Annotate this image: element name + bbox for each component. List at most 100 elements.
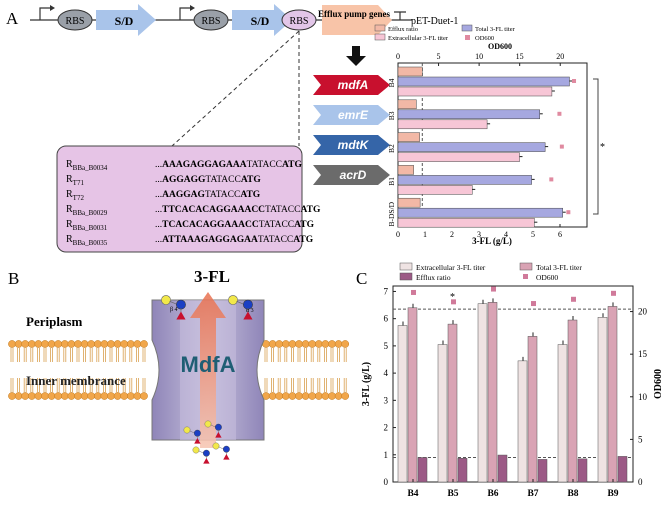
bar-1-B1 <box>397 175 532 185</box>
lipid-head <box>47 340 56 348</box>
lipid-head <box>107 340 115 348</box>
y-axis-label: 3-FL (g/L) <box>361 362 372 406</box>
x-tick-label-B4: B4 <box>407 489 418 499</box>
bar-0-B8 <box>557 344 568 483</box>
rbs-row-2: RT72 <box>66 189 84 202</box>
lipid-head <box>334 392 343 400</box>
od-point-B7 <box>531 301 536 307</box>
bar-2-B8 <box>577 458 588 483</box>
lipid-head <box>140 340 148 348</box>
od-point-B2 <box>559 144 564 149</box>
lipid-head <box>301 392 310 400</box>
glycan-icon-5 <box>212 442 230 460</box>
bar-2-B4 <box>397 86 553 97</box>
rbs-2-shape <box>193 9 229 31</box>
rbs-table: RBBa_B0034...AAAGAGGAGAAATATACCATGRT71..… <box>66 159 321 247</box>
lipid-head <box>308 340 317 348</box>
glycan-icon-1 <box>228 295 253 320</box>
rbs-table-box <box>56 145 303 253</box>
bar-0-B6 <box>477 303 488 483</box>
od-point-B4 <box>411 289 416 295</box>
od-point-B-DS/D <box>566 210 571 215</box>
od-point-B1 <box>549 177 554 182</box>
y-tick-label: 0 <box>384 477 389 487</box>
x-tick-label-B7: B7 <box>527 489 538 499</box>
x-tick-label: 2 <box>450 230 454 239</box>
bar-0-B4 <box>397 66 423 77</box>
gene-construct: RBS S/D RBS S/D RBS Efflux pump genes pE… <box>30 4 458 36</box>
bar-2-B6 <box>497 454 508 483</box>
bar-0-B7 <box>517 360 528 483</box>
gene-arrow-mdtK <box>313 135 390 155</box>
lipid-head <box>113 340 122 348</box>
bar-2-B5 <box>457 458 468 483</box>
rbs-row-0: RBBa_B0034 <box>66 159 108 172</box>
y2-tick-label: 15 <box>638 349 648 359</box>
rbs-subscript: BBa_B0029 <box>73 209 108 217</box>
rbs-seq-1: ...AGGAGGTATACCATG <box>155 175 261 185</box>
lipid-head <box>295 340 303 348</box>
bar-2-B1 <box>397 185 473 195</box>
lipid-head <box>14 340 23 348</box>
rbs-name: R <box>66 174 73 185</box>
gene-arrow-emrE <box>313 105 390 125</box>
lipid-head <box>8 340 16 348</box>
lipid-head <box>268 392 277 400</box>
od-point-B9 <box>611 290 616 296</box>
rbs-seq-bold: ATTAAAGAGGAGAA <box>162 235 258 245</box>
x-axis-label: 3-FL (g/L) <box>472 236 512 246</box>
legend-swatch-2 <box>399 272 413 281</box>
rbs-ellipsis: ... <box>155 205 162 215</box>
lipid-head <box>14 392 23 400</box>
galactose-icon <box>228 295 238 305</box>
rbs-1-label: RBS <box>66 16 85 27</box>
sd-2-label: S/D <box>251 14 270 28</box>
glucose-icon <box>176 299 186 310</box>
efflux-gene-label: Efflux pump genes <box>318 9 391 19</box>
promoter-1-icon <box>39 7 52 20</box>
od-point-B5 <box>451 299 456 305</box>
rbs-seq-bold: AAAGAGGAGAAA <box>162 160 247 170</box>
sd-1-label: S/D <box>115 14 134 28</box>
lipid-head <box>67 392 76 400</box>
promoter-2-arrowhead-icon <box>190 5 195 11</box>
bar-2-B3 <box>397 119 488 130</box>
panel-label-b: B <box>8 269 19 288</box>
x2-tick-label: 20 <box>556 52 564 61</box>
bar-1-B-DS/D <box>397 207 563 218</box>
y-tick-label: 7 <box>384 286 389 296</box>
bar-0-B-DS/D <box>397 197 421 208</box>
legend-swatch-1 <box>519 262 533 271</box>
rbs-seq-bold: TTCACACAGGAAACC <box>162 205 265 215</box>
gene-label-emrE: emrE <box>338 108 369 122</box>
rbs-seq-5: ...ATTAAAGAGGAGAATATACCATG <box>155 235 314 245</box>
galactose-icon <box>204 420 212 428</box>
inner-membrane-label: Inner membrance <box>26 373 126 388</box>
rbs-subscript: BBa_B0031 <box>73 224 108 232</box>
rbs-seq-plain: TATACC <box>258 235 293 245</box>
galactose-icon <box>183 426 191 434</box>
promoter-1-arrowhead-icon <box>50 5 55 11</box>
y-tick-label: 3 <box>384 395 389 405</box>
plasmid-label: pET-Duet-1 <box>411 16 458 27</box>
legend-label-2: Efflux ratio <box>416 273 451 282</box>
rbs-3-label: RBS <box>290 16 309 27</box>
rbs-seq-plain: TATACC <box>247 160 282 170</box>
y-tick-label-B-DS/D: B-DS/D <box>387 201 396 226</box>
x-tick-label: 1 <box>423 230 427 239</box>
glycan-alpha-label: α 3 <box>246 308 254 314</box>
bar-0-B5 <box>437 344 448 483</box>
lipid-head <box>275 392 284 400</box>
legend-label-3: OD600 <box>475 35 494 42</box>
y-tick-label-B3: B3 <box>387 111 396 120</box>
rbs-ellipsis: ... <box>155 220 162 230</box>
sd-1-arrow-shape <box>96 4 156 36</box>
legend-label-0: Extracellular 3-FL titer <box>416 263 486 272</box>
bar-0-B3 <box>397 99 417 110</box>
x2-tick-label: 15 <box>516 52 524 61</box>
lipid-head <box>120 340 129 348</box>
lipid-head <box>334 340 343 348</box>
rbs-row-3: RBBa_B0029 <box>66 204 108 217</box>
